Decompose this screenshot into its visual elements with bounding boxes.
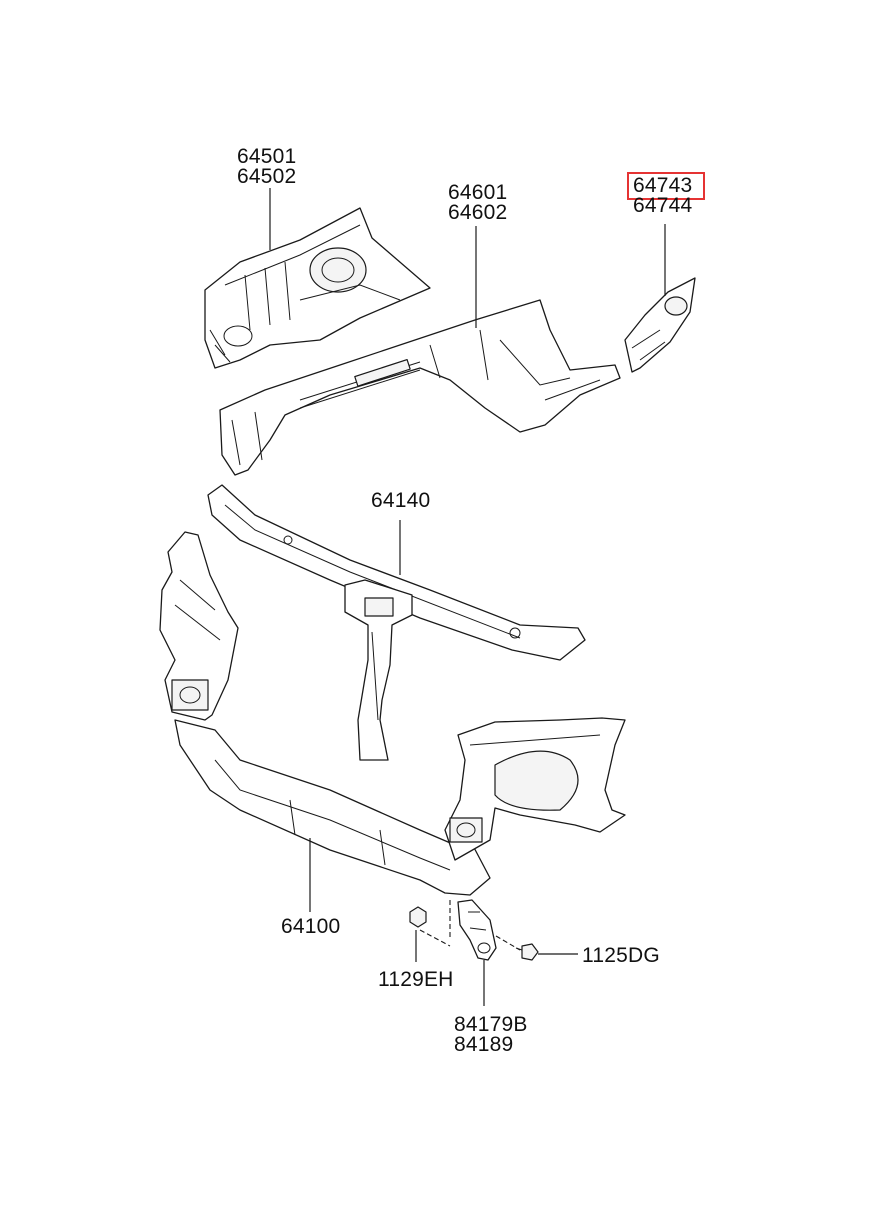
callout-64100[interactable]: 64100 xyxy=(281,915,341,938)
part-number: 64601 xyxy=(448,181,508,204)
part-front-side-member[interactable] xyxy=(219,299,621,476)
part-number-highlighted: 64743 xyxy=(633,174,693,197)
part-number: 64501 xyxy=(237,145,297,168)
part-number: 1129EH xyxy=(378,968,454,991)
part-number: 64602 xyxy=(448,201,508,224)
part-number: 64502 xyxy=(237,165,297,188)
callout-64501-64502[interactable]: 64501 64502 xyxy=(237,145,297,188)
assembly-line-nut xyxy=(419,929,451,947)
part-upper-radiator-support[interactable] xyxy=(207,484,586,761)
highlight-box xyxy=(627,172,705,200)
part-inner-fender-apron[interactable] xyxy=(204,207,431,369)
part-number: 64744 xyxy=(633,194,693,217)
callout-64743-64744[interactable]: 64743 64744 xyxy=(633,174,693,217)
part-number: 84189 xyxy=(454,1033,514,1056)
part-hood-latch-bracket[interactable] xyxy=(449,899,497,961)
part-number: 64100 xyxy=(281,915,341,938)
part-bolt-1125dg[interactable] xyxy=(495,935,539,961)
callout-1129eh[interactable]: 1129EH xyxy=(378,968,454,991)
callout-1125dg[interactable]: 1125DG xyxy=(582,944,660,967)
part-nut-1129eh[interactable] xyxy=(409,906,427,928)
part-number: 64140 xyxy=(371,489,431,512)
part-radiator-support-frame[interactable] xyxy=(159,531,626,896)
part-number: 84179B xyxy=(454,1013,528,1036)
part-side-member-bracket[interactable] xyxy=(624,277,696,373)
part-number: 1125DG xyxy=(582,944,660,967)
callout-64601-64602[interactable]: 64601 64602 xyxy=(448,181,508,224)
callout-84179b-84189[interactable]: 84179B 84189 xyxy=(454,1013,528,1056)
callout-64140[interactable]: 64140 xyxy=(371,489,431,512)
